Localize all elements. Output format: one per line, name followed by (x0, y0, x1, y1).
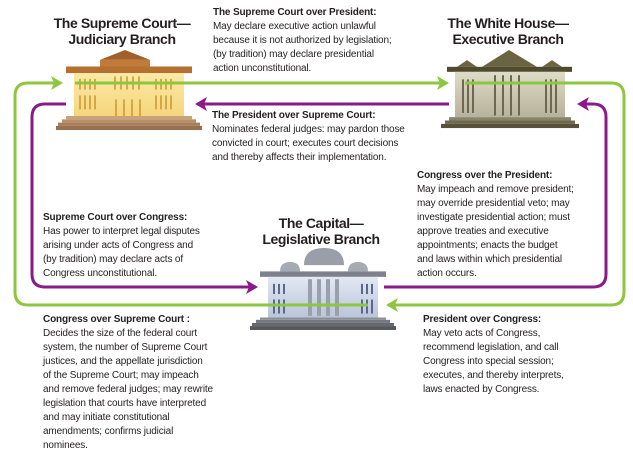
check-line: and remove federal judges; may rewrite (43, 384, 213, 395)
check-line: convicted in court; executes court decis… (212, 138, 399, 149)
check-line: Congress unconstitutional. (43, 268, 157, 279)
arrowhead-right (246, 280, 258, 294)
check-line: system, the number of Supreme Court (43, 342, 208, 353)
white-house-building-icon (441, 50, 579, 129)
check-line: amendments; confirms judicial (43, 426, 174, 437)
president-over-congress-text: President over Congress: May veto acts o… (423, 313, 564, 397)
check-line: of the Supreme Court; may impeach (43, 370, 199, 381)
check-line: action occurs. (417, 268, 477, 279)
judicial-branch-title: The Supreme Court— Judiciary Branch (47, 15, 197, 47)
check-line: Congress into special session; (423, 356, 554, 367)
court-over-congress-text: Supreme Court over Congress: Has power t… (43, 211, 200, 281)
check-line: (by tradition) may declare presidential (213, 49, 374, 60)
arrow-president-to-congress (393, 81, 626, 307)
title-line: Judiciary Branch (68, 31, 176, 47)
legislative-branch-title: The Capital— Legislative Branch (251, 215, 391, 247)
capitol-building-icon (250, 247, 396, 330)
check-heading: The President over Supreme Court: (212, 110, 376, 121)
check-heading: The Supreme Court over President: (213, 7, 377, 18)
check-line: may override presidential veto; may (417, 198, 570, 209)
arrowhead-left (577, 97, 589, 111)
check-line: approve treaties and executive (417, 226, 549, 237)
check-line: May impeach and remove president; (417, 184, 574, 195)
check-line: and thereby affects their implementation… (212, 152, 387, 163)
check-line: executes, and thereby interprets, (423, 370, 564, 381)
title-line: The Capital— (278, 215, 364, 231)
check-line: laws enacted by Congress. (423, 384, 540, 395)
title-line: The Supreme Court— (53, 15, 191, 31)
supreme-court-building-icon (56, 50, 202, 131)
check-line: nominees. (43, 440, 88, 451)
executive-branch-title: The White House— Executive Branch (438, 15, 578, 47)
arrowhead-right (437, 76, 449, 90)
check-line: Decides the size of the federal court (43, 328, 197, 339)
check-heading: President over Congress: (423, 314, 542, 325)
arrow-court-to-congress (30, 102, 250, 289)
check-line: May veto acts of Congress, (423, 328, 541, 339)
congress-over-president-text: Congress over the President: May impeach… (417, 169, 574, 281)
check-line: justices, and the appellate jurisdiction (43, 356, 203, 367)
arrowhead-right (51, 76, 63, 90)
check-line: action unconstitutional. (213, 63, 312, 74)
check-line: legislation that courts have interpreted (43, 398, 206, 409)
arrowhead-left (195, 97, 207, 111)
check-line: May declare executive action unlawful (213, 21, 376, 32)
check-line: and may initiate constitutional (43, 412, 170, 423)
check-line: and laws within which presidential (417, 254, 562, 265)
check-heading: Congress over the President: (417, 170, 553, 181)
court-over-president-text: The Supreme Court over President: May de… (213, 6, 392, 76)
check-line: recommend legislation, and call (423, 342, 559, 353)
title-line: The White House— (447, 15, 569, 31)
check-line: Has power to interpret legal disputes (43, 226, 200, 237)
check-line: Nominates federal judges: may pardon tho… (212, 124, 405, 135)
arrow-congress-to-court (13, 81, 368, 307)
check-heading: Congress over Supreme Court : (43, 314, 190, 325)
check-line: (by tradition) may declare acts of (43, 254, 183, 265)
title-line: Legislative Branch (262, 231, 380, 247)
congress-over-court-text: Congress over Supreme Court : Decides th… (43, 313, 213, 453)
check-heading: Supreme Court over Congress: (43, 212, 188, 223)
title-line: Executive Branch (452, 31, 564, 47)
arrow-congress-to-president (384, 102, 608, 289)
arrowhead-left (386, 298, 398, 312)
check-line: because it is not authorized by legislat… (213, 35, 392, 46)
check-line: investigate presidential action; must (417, 212, 570, 223)
check-line: appointments; enacts the budget (417, 240, 558, 251)
president-over-court-text: The President over Supreme Court: Nomina… (212, 109, 405, 165)
check-line: arising under acts of Congress and (43, 240, 193, 251)
